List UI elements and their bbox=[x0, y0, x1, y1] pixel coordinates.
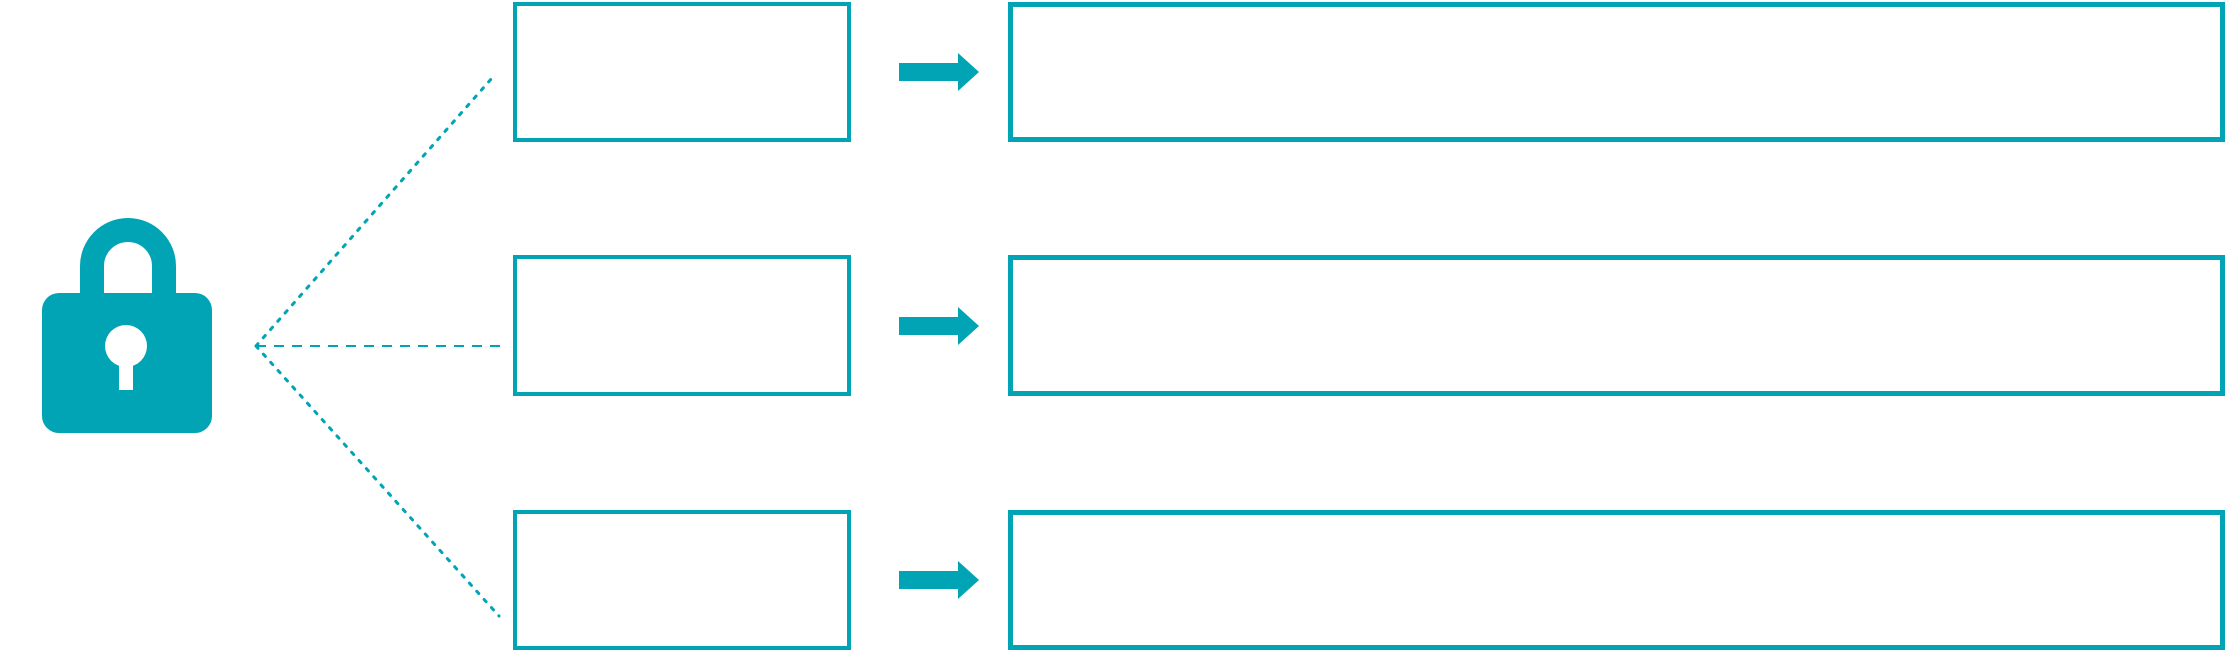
diagram-row bbox=[0, 255, 2229, 396]
target-box bbox=[1008, 255, 2225, 396]
lock-icon bbox=[42, 218, 212, 433]
lock-keyhole-stem bbox=[119, 346, 133, 390]
diagram-row bbox=[0, 510, 2229, 650]
source-box bbox=[513, 255, 851, 396]
source-box bbox=[513, 2, 851, 142]
source-box bbox=[513, 510, 851, 650]
target-box bbox=[1008, 510, 2225, 650]
right-arrow-icon bbox=[899, 53, 979, 91]
lock-shackle bbox=[80, 218, 176, 336]
right-arrow-icon bbox=[899, 561, 979, 599]
right-arrow-icon bbox=[899, 306, 979, 345]
target-box bbox=[1008, 2, 2225, 142]
diagram-row bbox=[0, 2, 2229, 142]
